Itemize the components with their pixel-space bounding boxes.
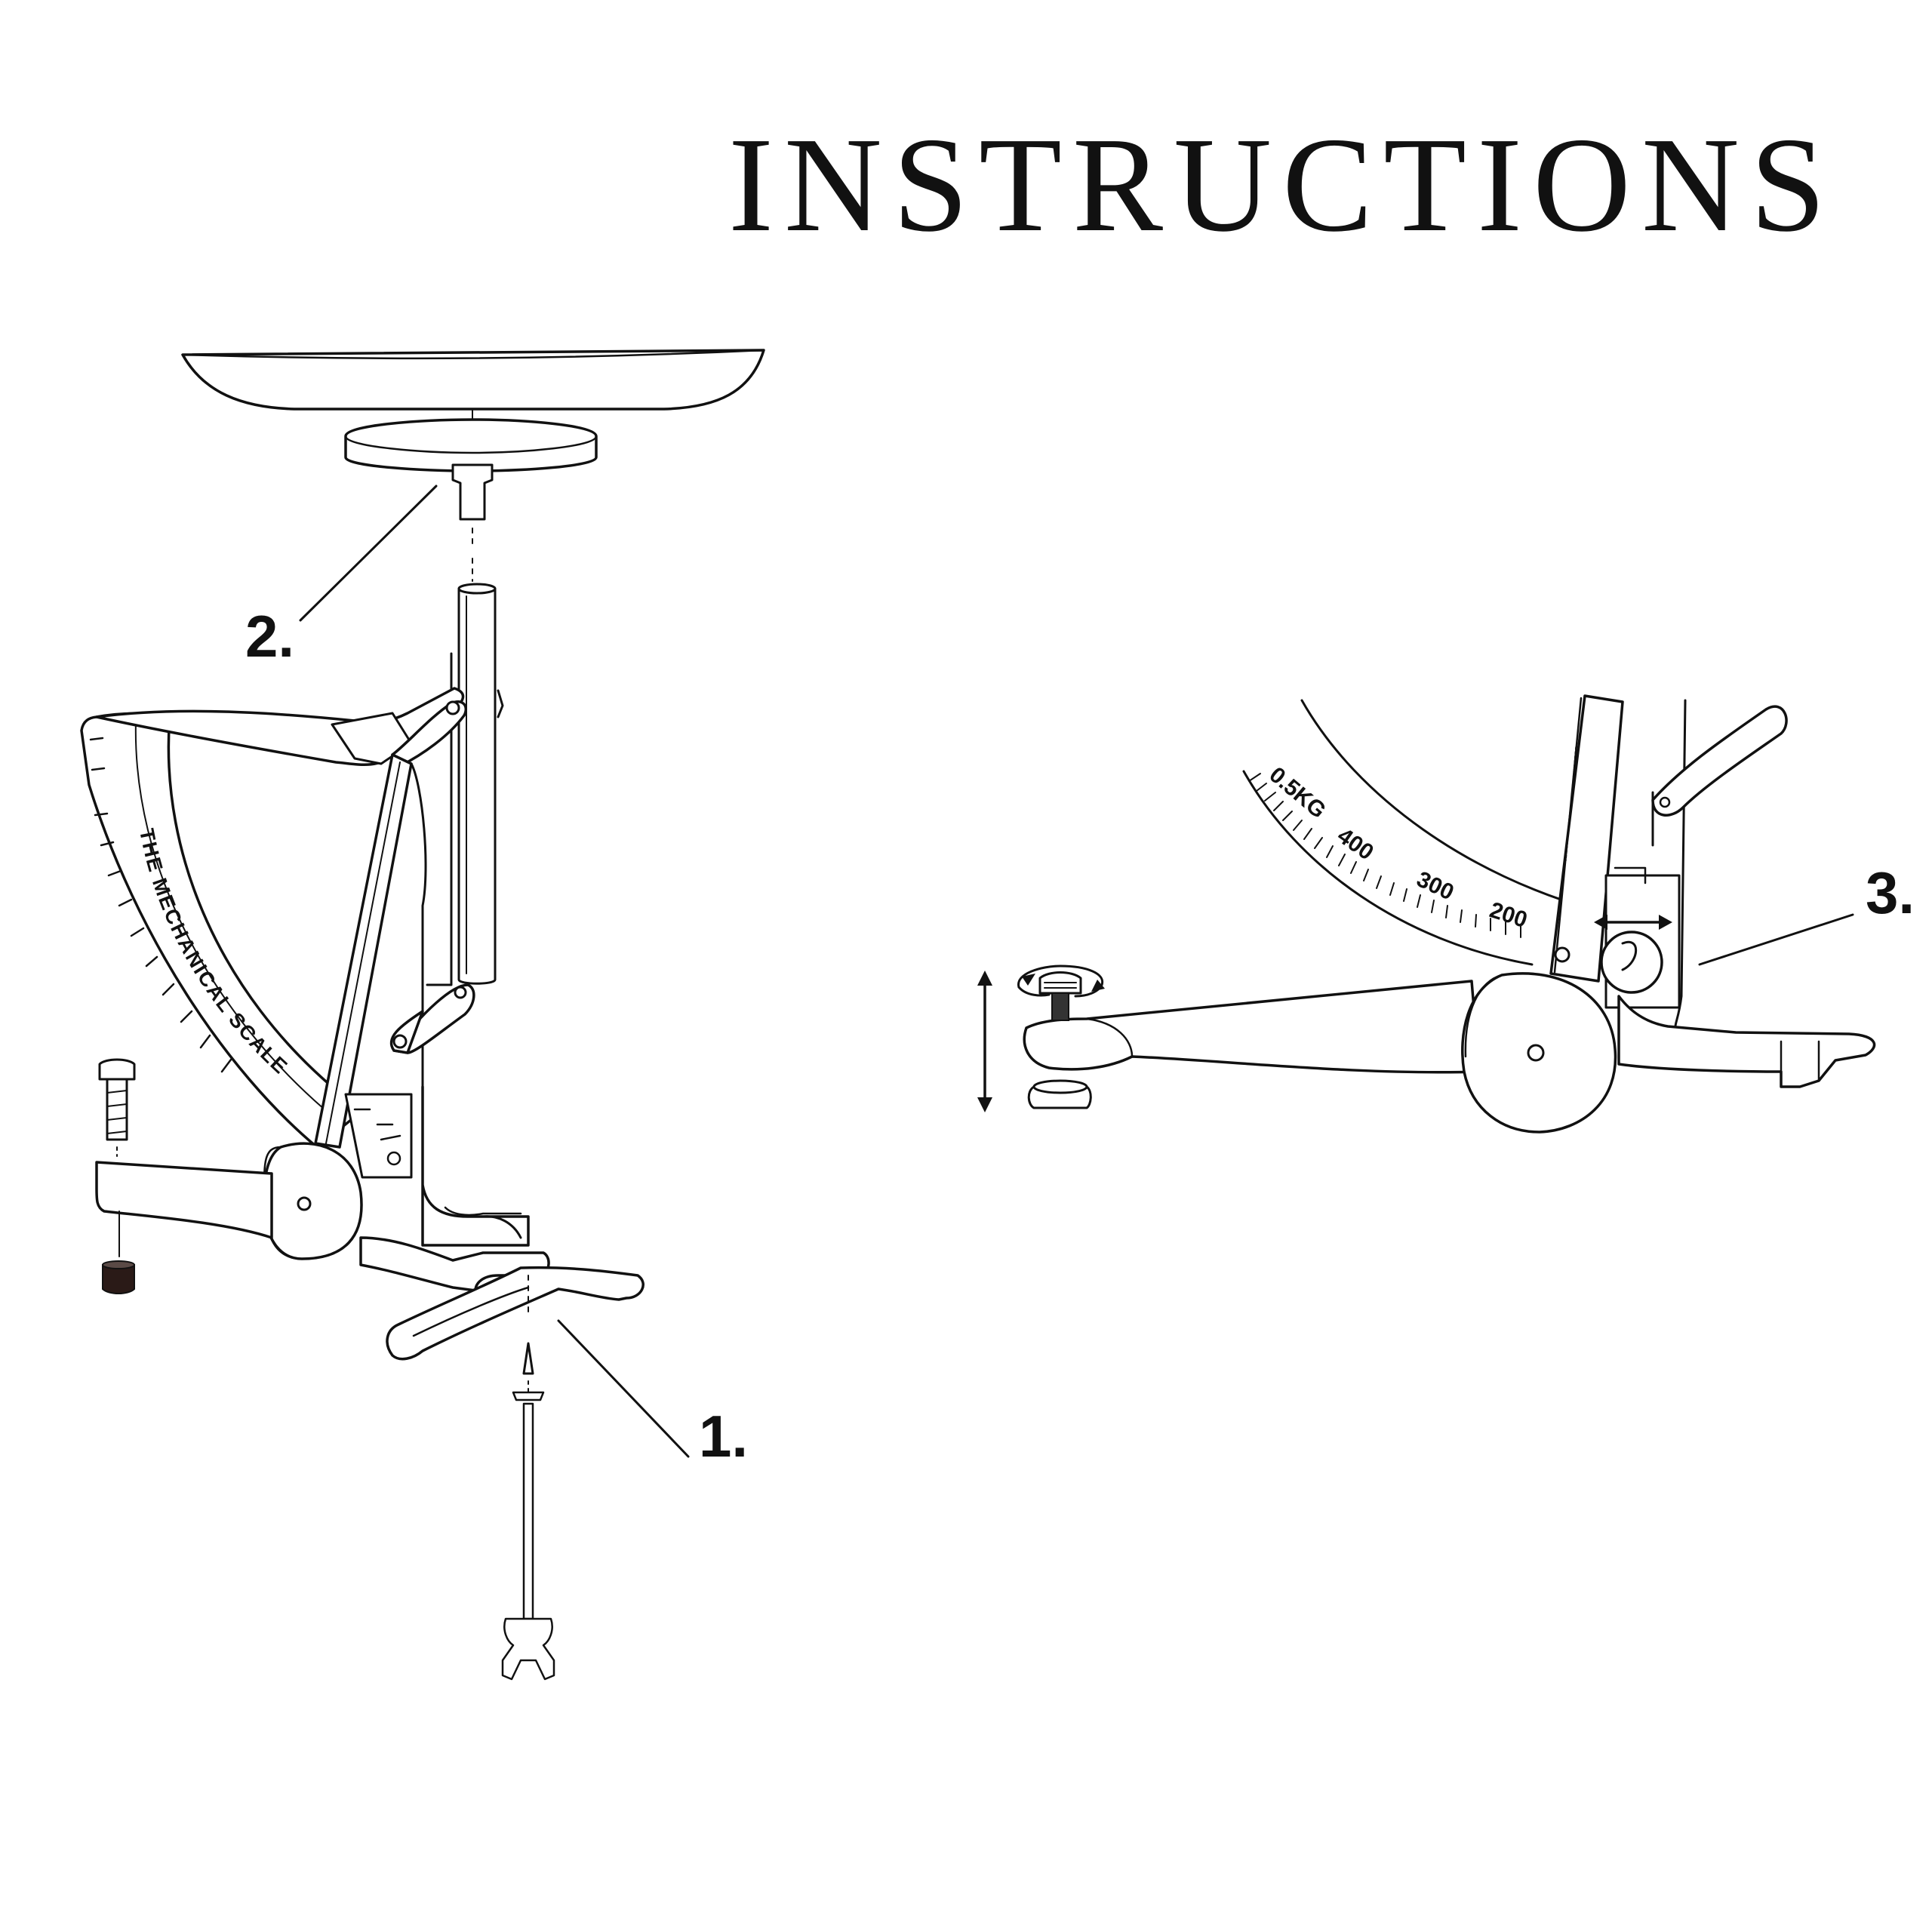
pointer-rod — [314, 753, 427, 1149]
dial-arc: 0.5KG 400 300 200 — [1242, 699, 1594, 966]
step-3-leader-line — [1698, 913, 1854, 966]
rubber-foot-pad — [102, 1260, 135, 1294]
left-assembly-figure: 2. — [80, 349, 765, 1681]
stand-upright — [421, 1085, 530, 1247]
page-title: INSTRUCTIONS — [728, 109, 1836, 260]
right-detail-figure: 0.5KG 400 300 200 — [977, 694, 1915, 1134]
counterweight-wheel — [262, 1142, 363, 1260]
scale-column — [426, 583, 504, 986]
dial-tick-marks — [1248, 773, 1521, 938]
screw-and-screwdriver — [501, 1342, 555, 1681]
arc-tick-marks — [89, 737, 232, 1073]
pan-support-disc — [344, 418, 598, 472]
detail-pointer-bar — [1549, 694, 1624, 983]
lower-curved-arm — [389, 983, 475, 1054]
step-1-label: 1. — [699, 1403, 748, 1469]
adjust-horizontal-arrow — [1594, 915, 1672, 930]
detail-upright — [1651, 699, 1788, 1028]
zero-adjuster-housing — [1600, 866, 1681, 1009]
step-2-label: 2. — [245, 603, 294, 669]
step-3-label: 3. — [1866, 860, 1915, 926]
dial-mark-1: 400 — [1333, 823, 1378, 866]
column-bracket — [391, 700, 468, 768]
foot-screw-left — [98, 1058, 136, 1257]
gauge-plate — [344, 1093, 413, 1179]
detail-base-arm — [1023, 980, 1876, 1088]
leveling-foot-screw — [1027, 971, 1092, 1109]
pan-spindle — [451, 463, 494, 582]
weighing-pan — [181, 349, 765, 429]
detail-counterweight-wheel — [1461, 972, 1617, 1134]
base-foot-piece — [386, 1266, 645, 1361]
step-2-leader-line — [299, 485, 438, 622]
rotate-arrows-icon — [1017, 964, 1105, 998]
dial-mark-3: 200 — [1487, 897, 1531, 933]
height-adjust-arrow — [977, 971, 992, 1112]
step-1-leader-line — [557, 1319, 690, 1458]
